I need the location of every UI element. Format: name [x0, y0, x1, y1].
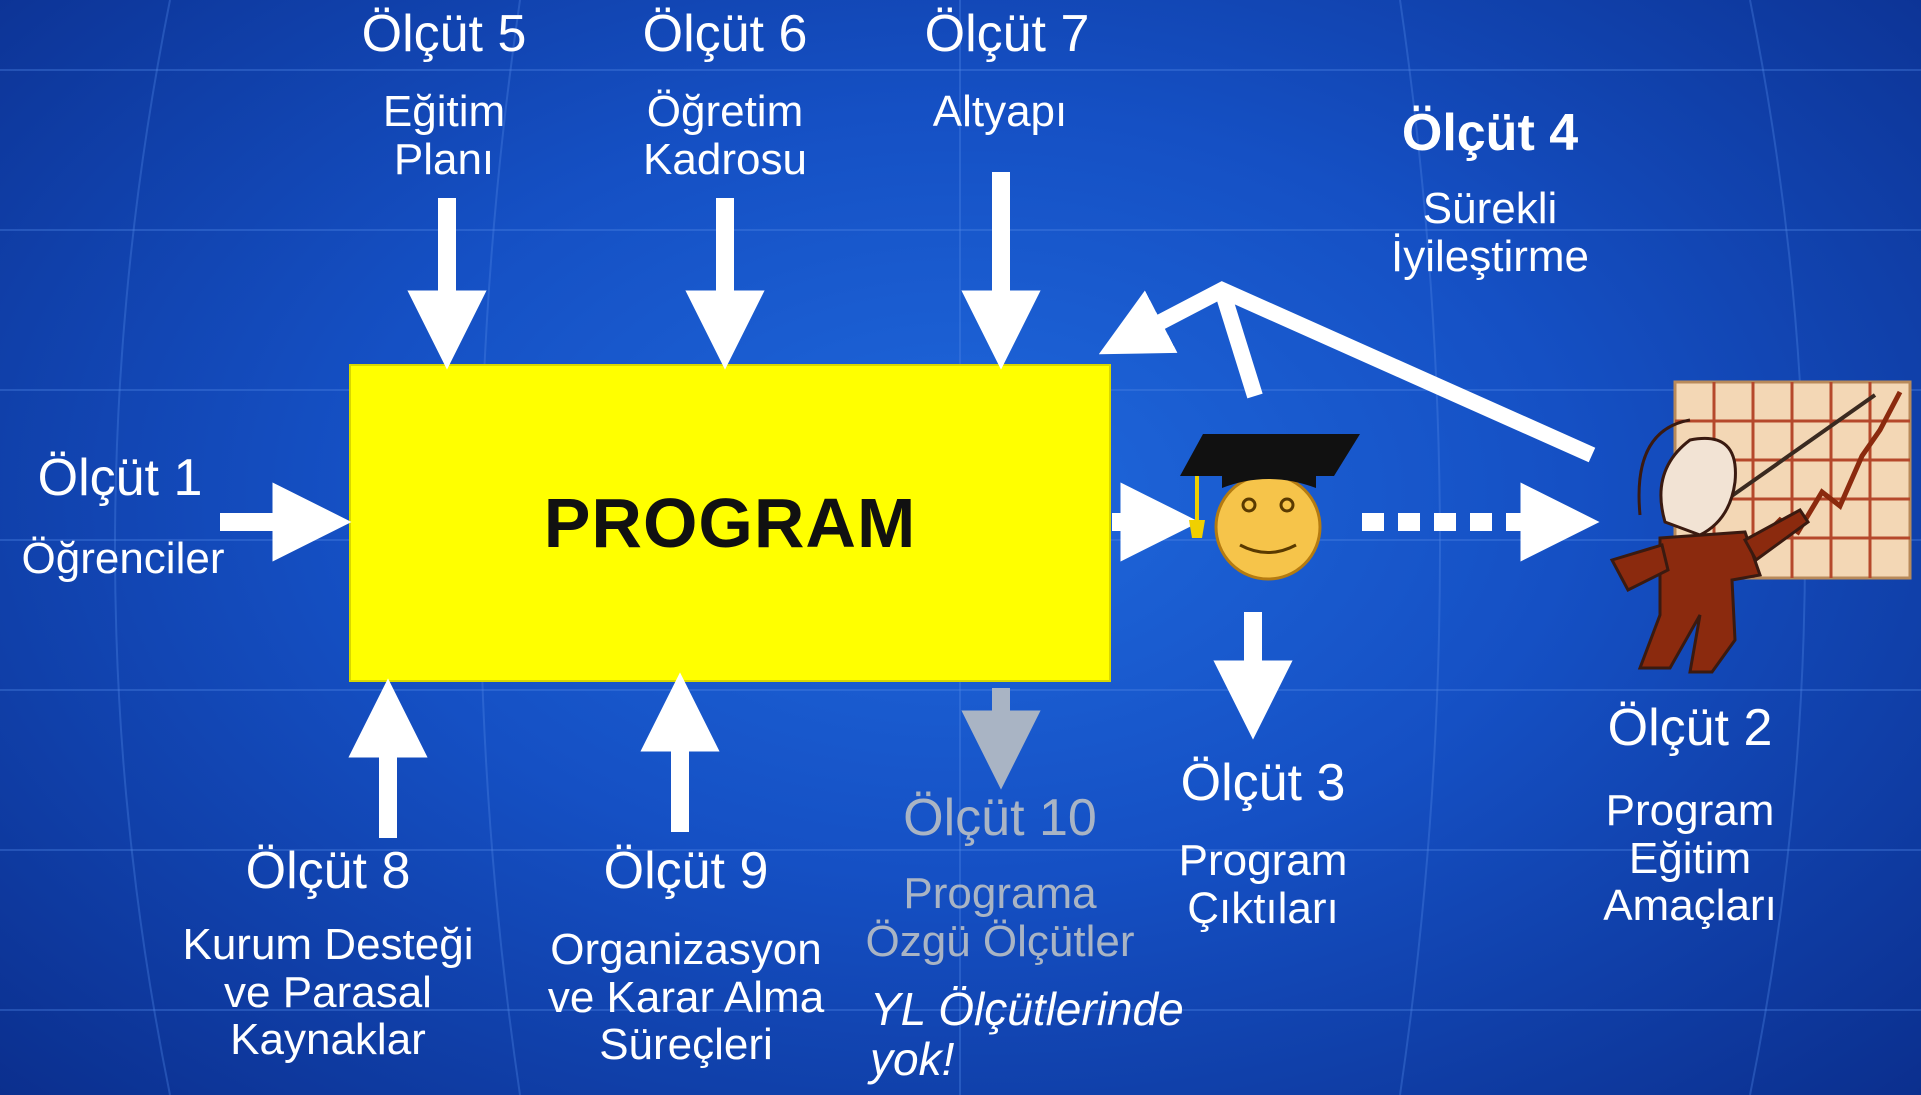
- criterion-9-desc-line-1: Organizasyon: [550, 925, 822, 974]
- criterion-1-title: Ölçüt 1: [37, 449, 203, 507]
- criterion-2-desc-line-3: Amaçları: [1603, 881, 1777, 931]
- criterion-5-title: Ölçüt 5: [361, 5, 527, 63]
- criterion-8-desc-line-2: ve Parasal: [224, 967, 432, 1017]
- note-line-2: yok!: [870, 1032, 955, 1085]
- criterion-9-desc-line-3: Süreçleri: [599, 1020, 773, 1070]
- criterion-4-title: Ölçüt 4: [1401, 104, 1579, 162]
- criterion-6-desc-line-2: Kadrosu: [643, 134, 807, 184]
- graduate-icon: [1180, 434, 1360, 581]
- presenter-chart-icon: [1609, 380, 1912, 674]
- criterion-3-desc-line-1: Program: [1178, 836, 1348, 885]
- criterion-8-desc: Kurum Desteği ve Parasal Kaynaklar: [182, 921, 473, 1064]
- criterion-7-title: Ölçüt 7: [924, 5, 1090, 63]
- criterion-8-title: Ölçüt 8: [245, 842, 411, 900]
- criterion-5-desc-line-2: Planı: [393, 134, 495, 184]
- program-box: PROGRAM: [349, 364, 1111, 682]
- criterion-10-desc: Programa Özgü Ölçütler: [866, 870, 1135, 965]
- criterion-4-desc-line-1: Sürekli: [1422, 184, 1558, 233]
- criterion-4-desc: Sürekli İyileştirme: [1391, 185, 1589, 280]
- criterion-6-desc: Öğretim Kadrosu: [643, 88, 807, 183]
- criterion-2-desc-line-2: Eğitim: [1628, 833, 1752, 883]
- criterion-8-desc-line-1: Kurum Desteği: [182, 920, 474, 969]
- criterion-1-desc: Öğrenciler: [22, 535, 225, 583]
- criterion-2-title: Ölçüt 2: [1607, 699, 1773, 757]
- criterion-3-desc: Program Çıktıları: [1179, 837, 1348, 932]
- criterion-2-desc-line-1: Program: [1605, 786, 1775, 835]
- criterion-4-desc-line-2: İyileştirme: [1390, 231, 1590, 281]
- criterion-5-desc: Eğitim Planı: [383, 88, 505, 183]
- criterion-6-title: Ölçüt 6: [642, 5, 808, 63]
- feedback-loop-branch: [1214, 287, 1263, 399]
- criterion-10-title: Ölçüt 10: [903, 789, 1097, 847]
- criterion-10-desc-line-2: Özgü Ölçütler: [865, 916, 1135, 966]
- criterion-3-title: Ölçüt 3: [1180, 754, 1346, 812]
- criterion-7-desc: Altyapı: [933, 88, 1068, 136]
- criterion-9-desc: Organizasyon ve Karar Alma Süreçleri: [548, 926, 824, 1069]
- criterion-1-desc-line-1: Öğrenciler: [21, 534, 225, 583]
- criterion-7-desc-line-1: Altyapı: [932, 87, 1068, 136]
- criterion-6-desc-line-1: Öğretim: [646, 87, 804, 136]
- criterion-9-title: Ölçüt 9: [603, 842, 769, 900]
- criterion-2-desc: Program Eğitim Amaçları: [1603, 787, 1777, 930]
- criterion-9-desc-line-2: ve Karar Alma: [547, 972, 825, 1022]
- note-text: YL Ölçütlerinde yok!: [870, 983, 1184, 1085]
- criterion-5-desc-line-1: Eğitim: [382, 87, 506, 136]
- feedback-loop: [1098, 281, 1596, 463]
- note-line-1: YL Ölçütlerinde: [870, 983, 1184, 1035]
- program-label: PROGRAM: [543, 484, 917, 562]
- criterion-10-desc-line-1: Programa: [903, 869, 1097, 918]
- criterion-8-desc-line-3: Kaynaklar: [230, 1015, 426, 1065]
- criterion-3-desc-line-2: Çıktıları: [1187, 883, 1339, 933]
